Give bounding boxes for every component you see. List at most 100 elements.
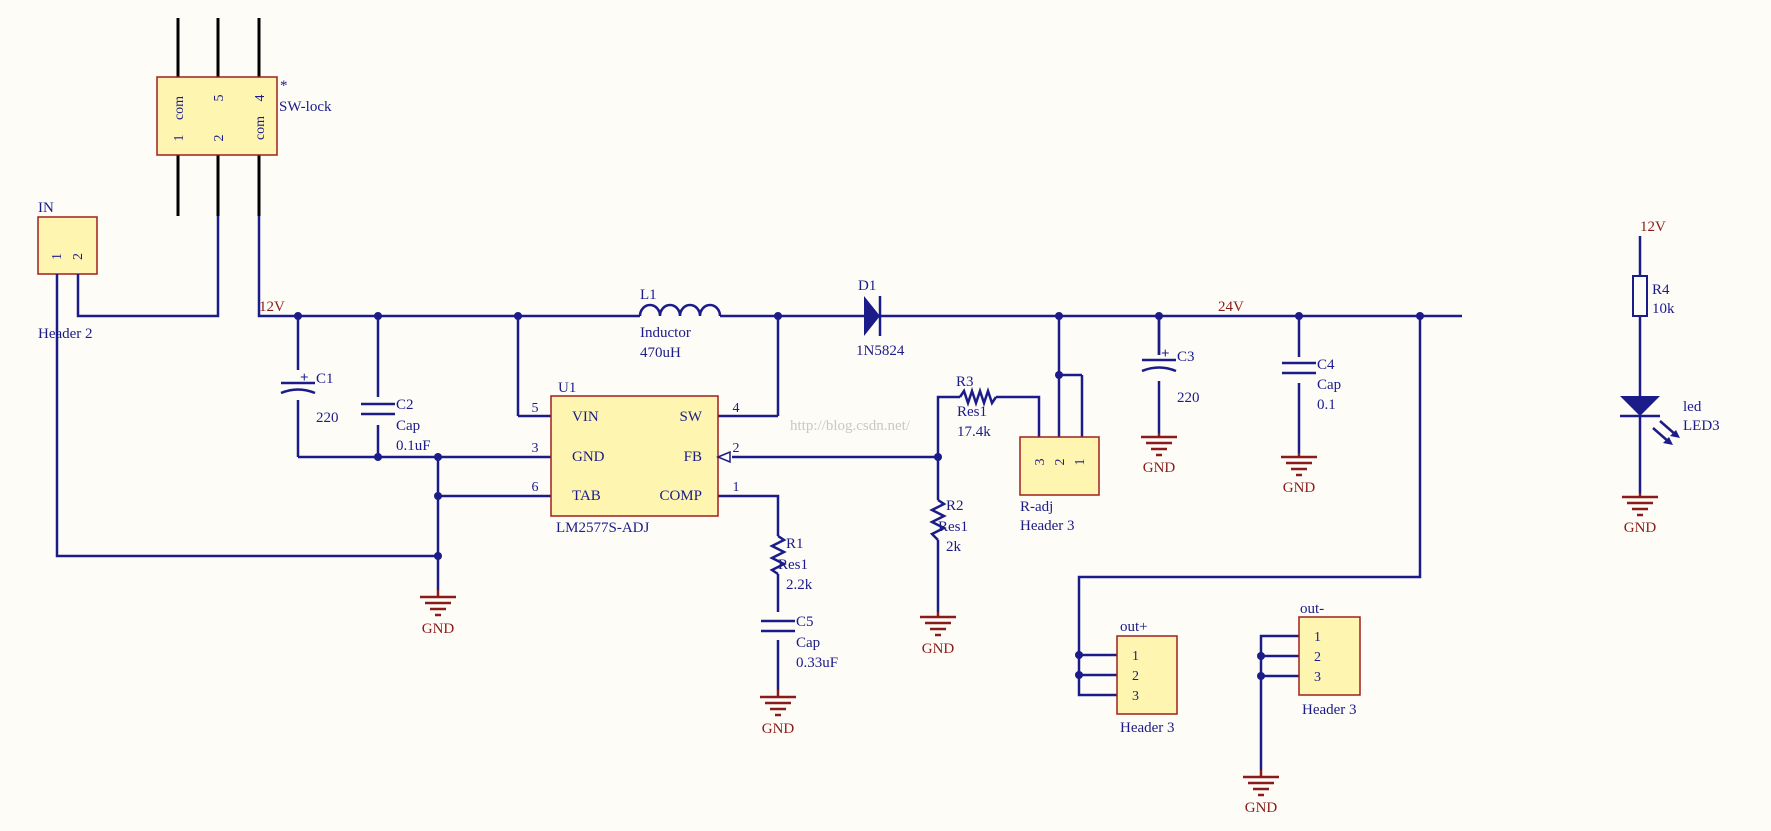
schematic-label: 0.33uF	[796, 655, 838, 671]
resistor-r1: R1 Res1 2.2k	[769, 534, 813, 593]
schematic-label: D1	[858, 278, 876, 294]
schematic-label: Header 3	[1302, 702, 1357, 718]
schematic-label: Cap	[396, 418, 420, 434]
schematic-label: C2	[396, 397, 414, 413]
schematic-label: IN	[38, 200, 54, 216]
schematic-label: LED3	[1683, 418, 1720, 434]
schematic-label: 3	[1132, 689, 1139, 704]
schematic-label: C5	[796, 614, 814, 630]
resistor-r4: 12V R4 10k	[1632, 219, 1675, 317]
schematic-label: 2	[1053, 459, 1068, 466]
schematic-label: R2	[946, 498, 964, 514]
capacitor-c4: C4 Cap 0.1	[1282, 357, 1341, 413]
schematic-label: 220	[1177, 390, 1200, 406]
schematic-label: 1	[1073, 459, 1088, 466]
gnd-symbols: GND GND GND GND	[420, 433, 1658, 816]
schematic-label: 2	[1314, 650, 1321, 665]
schematic-label: Header 3	[1120, 720, 1175, 736]
schematic-label: 10k	[1652, 301, 1675, 317]
schematic-label: C4	[1317, 357, 1335, 373]
capacitor-c2: C2 Cap 0.1uF	[361, 397, 431, 454]
schematic-label: Res1	[957, 404, 987, 420]
schematic-label: 6	[532, 480, 539, 495]
schematic-label: COMP	[659, 488, 702, 504]
schematic-label: 1	[50, 253, 65, 260]
schematic-label: com	[172, 96, 187, 120]
schematic-label: Cap	[1317, 377, 1341, 393]
switch-star: *	[280, 78, 288, 94]
schematic-label: 3	[1033, 459, 1048, 466]
switch-name: SW-lock	[279, 99, 332, 115]
inductor-l1: L1 Inductor 470uH	[620, 287, 722, 361]
schematic-label: VIN	[572, 409, 599, 425]
schematic-label: Res1	[938, 519, 968, 535]
schematic-label: LM2577S-ADJ	[556, 520, 650, 536]
schematic-label: 12V	[1640, 219, 1666, 235]
schematic-label: 2.2k	[786, 577, 813, 593]
schematic-label: +	[1161, 346, 1170, 362]
net-label-24v: 24V	[1218, 299, 1244, 315]
junctions	[294, 312, 1424, 680]
schematic-label: R-adj	[1020, 499, 1053, 515]
schematic-label: GND	[922, 641, 955, 657]
schematic-label: out-	[1300, 601, 1324, 617]
schematic-label: FB	[684, 449, 702, 465]
schematic-label: 0.1uF	[396, 438, 431, 454]
schematic-label: 4	[733, 401, 740, 416]
schematic-label: Header 2	[38, 326, 93, 342]
schematic-label: 3	[532, 441, 539, 456]
schematic-label: U1	[558, 380, 576, 396]
schematic-label: 5	[212, 95, 227, 102]
schematic-label: +	[300, 370, 309, 386]
connector-r-adj: 3 2 1 R-adj Header 3	[1019, 436, 1100, 534]
schematic-label: led	[1683, 399, 1702, 415]
schematic-label: GND	[762, 721, 795, 737]
schematic-label: com	[253, 116, 268, 140]
schematic-label: Inductor	[640, 325, 691, 341]
schematic-label: 1	[733, 480, 740, 495]
capacitor-c5: C5 Cap 0.33uF	[761, 614, 838, 671]
schematic-label: L1	[640, 287, 657, 303]
schematic-label: GND	[422, 621, 455, 637]
schematic-label: 4	[253, 95, 268, 102]
schematic-label: R4	[1652, 282, 1670, 298]
schematic-label: 1	[1132, 649, 1139, 664]
schematic-label: 1	[172, 135, 187, 142]
capacitor-c3: + C3 220	[1141, 316, 1200, 406]
resistor-r3: R3 Res1 17.4k	[956, 374, 998, 440]
schematic-label: GND	[1143, 460, 1176, 476]
switch-sw-lock: com 5 4 1 2 com * SW-lock	[156, 18, 332, 216]
connector-in: IN 1 2 Header 2	[37, 200, 98, 342]
schematic-label: C1	[316, 371, 334, 387]
schematic-label: 2	[1132, 669, 1139, 684]
resistor-r2: R2 Res1 2k	[929, 498, 968, 555]
net-label-12v: 12V	[259, 299, 285, 315]
schematic-label: 2	[733, 441, 740, 456]
schematic-label: 470uH	[640, 345, 681, 361]
schematic-label: TAB	[572, 488, 601, 504]
connector-out-plus: out+ 1 2 3 Header 3	[1116, 619, 1178, 736]
schematic-label: 0.1	[1317, 397, 1336, 413]
watermark: http://blog.csdn.net/	[790, 418, 911, 434]
schematic-label: 2	[212, 135, 227, 142]
schematic-label: 2	[71, 253, 86, 260]
capacitor-c1: + C1 220	[280, 370, 339, 426]
schematic-label: 3	[1314, 670, 1321, 685]
connector-out-minus: out- 1 2 3 Header 3	[1298, 601, 1361, 718]
ic-u1: U1 5 3 6 VIN GND TAB 4 2 1 SW FB COMP LM…	[532, 380, 740, 536]
schematic-label: out+	[1120, 619, 1148, 635]
schematic-label: 17.4k	[957, 424, 991, 440]
led-led3: led LED3	[1620, 396, 1720, 445]
schematic-label: SW	[680, 409, 703, 425]
schematic-label: C3	[1177, 349, 1195, 365]
schematic-label: GND	[1245, 800, 1278, 816]
diode-d1: D1 1N5824	[856, 278, 905, 359]
wires	[55, 216, 1642, 770]
schematic-label: R1	[786, 536, 804, 552]
schematic-label: 1	[1314, 630, 1321, 645]
schematic-label: Header 3	[1020, 518, 1075, 534]
schematic-label: 1N5824	[856, 343, 905, 359]
schematic-label: 220	[316, 410, 339, 426]
schematic-label: 2k	[946, 539, 962, 555]
